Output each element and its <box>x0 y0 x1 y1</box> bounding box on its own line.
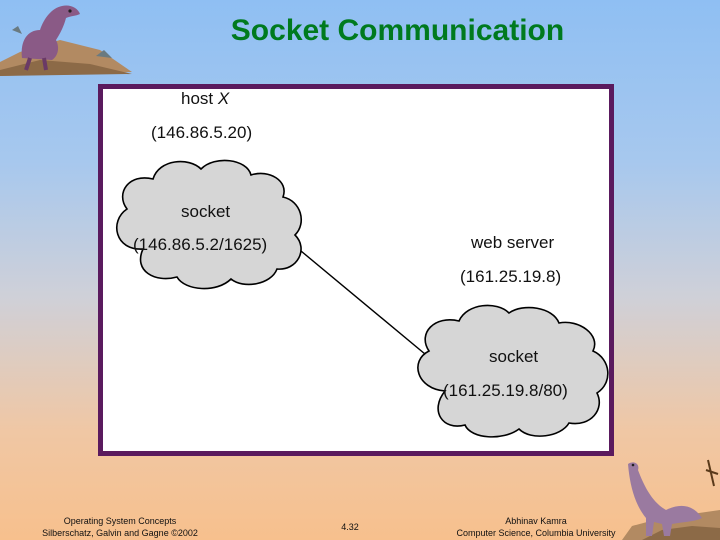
host-label-prefix: host <box>181 89 214 108</box>
connection-line <box>300 250 438 365</box>
server-label: web server <box>471 233 555 252</box>
diagram-canvas: host X (146.86.5.20) socket (146.86.5.2/… <box>103 89 609 451</box>
footer-page-number: 4.32 <box>341 522 359 532</box>
server-ip: (161.25.19.8) <box>460 267 562 286</box>
footer-author-line2: Computer Science, Columbia University <box>456 528 616 538</box>
dinosaur-logo-top <box>0 5 132 76</box>
footer-course: Operating System Concepts Silberschatz, … <box>20 515 220 539</box>
footer-author: Abhinav Kamra Computer Science, Columbia… <box>436 515 636 539</box>
footer-course-line1: Operating System Concepts <box>63 516 177 526</box>
dinosaur-logo-bottom <box>622 459 720 540</box>
client-socket-cloud <box>116 159 303 290</box>
diagram-frame: host X (146.86.5.20) socket (146.86.5.2/… <box>98 84 614 456</box>
host-name: X <box>217 89 230 108</box>
host-ip: (146.86.5.20) <box>151 123 253 142</box>
server-socket-address: (161.25.19.8/80) <box>443 381 568 400</box>
client-socket-label: socket <box>181 202 231 221</box>
slide-title: Socket Communication <box>230 14 565 47</box>
footer-author-line1: Abhinav Kamra <box>505 516 567 526</box>
diagram-drawing <box>116 159 609 438</box>
server-socket-cloud <box>417 304 609 438</box>
client-socket-address: (146.86.5.2/1625) <box>133 235 268 254</box>
server-socket-label: socket <box>489 347 539 366</box>
host-label: host X <box>181 89 229 109</box>
footer-course-line2: Silberschatz, Galvin and Gagne ©2002 <box>42 528 198 538</box>
